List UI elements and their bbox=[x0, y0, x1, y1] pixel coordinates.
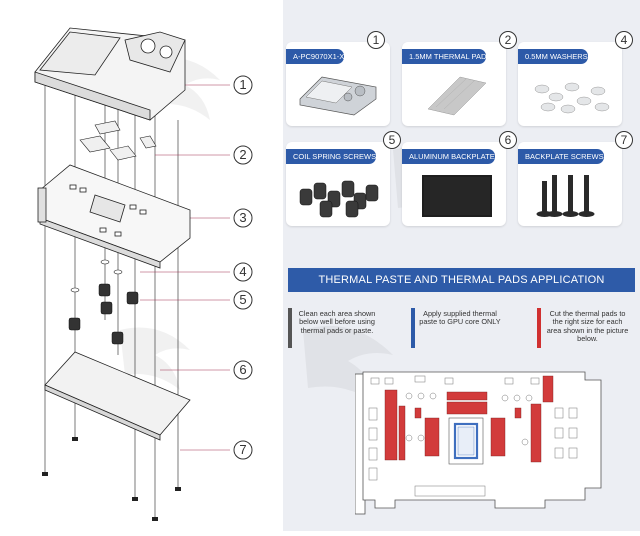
card-number-badge: 6 bbox=[498, 130, 518, 150]
pcb-application-diagram bbox=[355, 371, 602, 515]
backplate-icon bbox=[422, 175, 492, 217]
section-banner: THERMAL PASTE AND THERMAL PADS APPLICATI… bbox=[288, 268, 635, 292]
callout-6: 6 bbox=[232, 359, 254, 381]
step-text: Cut the thermal pads to the right size f… bbox=[546, 309, 629, 343]
step-color-bar bbox=[537, 308, 541, 348]
step-paste: Apply supplied thermal paste to GPU core… bbox=[411, 308, 501, 348]
callout-5: 5 bbox=[232, 289, 254, 311]
card-number-badge: 4 bbox=[614, 30, 634, 50]
part-label: A-PC9070X1-X bbox=[286, 49, 345, 64]
part-label: BACKPLATE SCREWS bbox=[518, 149, 604, 164]
backplate-screws-icon bbox=[536, 175, 595, 217]
water-block-icon bbox=[299, 76, 377, 116]
exploded-view: 1 2 3 4 5 6 7 bbox=[0, 0, 283, 531]
callout-2: 2 bbox=[232, 144, 254, 166]
part-label: 1.5MM THERMAL PAD bbox=[402, 49, 487, 64]
part-label: ALUMINUM BACKPLATE bbox=[402, 149, 495, 164]
callout-4: 4 bbox=[232, 261, 254, 283]
part-card-thermal-pad: 1.5MM THERMAL PAD bbox=[402, 42, 506, 126]
washers-icon bbox=[534, 82, 610, 114]
card-number-badge: 7 bbox=[614, 130, 634, 150]
part-card-backplate: ALUMINUM BACKPLATE bbox=[402, 142, 506, 226]
part-label: COIL SPRING SCREWS bbox=[286, 149, 377, 164]
step-clean: Clean each area shown below well before … bbox=[288, 308, 378, 348]
part-card-washers: 0.5MM WASHERS bbox=[518, 42, 622, 126]
card-number-badge: 1 bbox=[366, 30, 386, 50]
part-card-water-block: A-PC9070X1-X bbox=[286, 42, 390, 126]
step-color-bar bbox=[411, 308, 415, 348]
card-number-badge: 5 bbox=[382, 130, 402, 150]
callout-1: 1 bbox=[232, 74, 254, 96]
step-pads: Cut the thermal pads to the right size f… bbox=[537, 308, 630, 348]
exploded-view-drawing bbox=[34, 27, 230, 521]
part-card-backplate-screws: BACKPLATE SCREWS bbox=[518, 142, 622, 226]
step-text: Clean each area shown below well before … bbox=[298, 309, 376, 335]
callout-3: 3 bbox=[232, 207, 254, 229]
part-card-spring-screws: COIL SPRING SCREWS bbox=[286, 142, 390, 226]
spring-screws-icon bbox=[299, 180, 379, 218]
thermal-pad-icon bbox=[427, 76, 487, 116]
step-color-bar bbox=[288, 308, 292, 348]
part-label: 0.5MM WASHERS bbox=[518, 49, 588, 64]
callout-7: 7 bbox=[232, 439, 254, 461]
card-number-badge: 2 bbox=[498, 30, 518, 50]
step-text: Apply supplied thermal paste to GPU core… bbox=[419, 309, 501, 327]
